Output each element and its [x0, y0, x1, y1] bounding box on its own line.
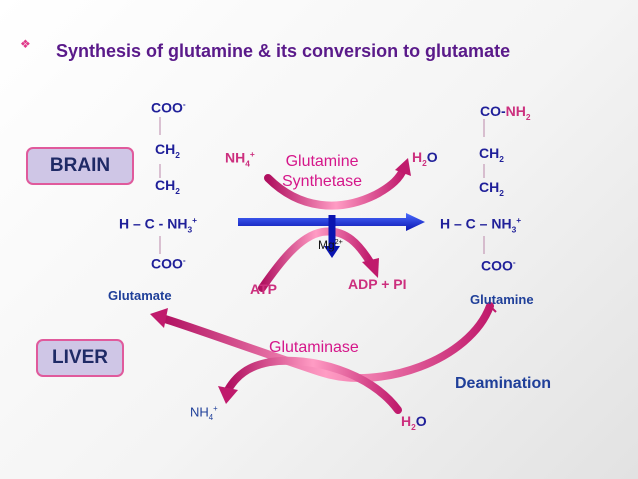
glutamine-amide: CO-NH2 — [480, 103, 531, 122]
magnesium-cofactor: Mg2+ — [318, 237, 343, 252]
glutamate-alpha-carbon: H – C - NH3+ — [119, 215, 198, 235]
glutamate-coo-bottom: COO- — [151, 255, 186, 272]
brain-box: BRAIN — [26, 147, 134, 185]
deamination-label: Deamination — [455, 375, 552, 392]
water-reactant: H2O — [401, 413, 427, 432]
glutamine-ch2-a: CH2 — [479, 145, 504, 164]
glutamine-coo-bottom: COO- — [481, 257, 516, 274]
liver-box: LIVER — [36, 339, 124, 377]
glutaminase-label: Glutaminase — [269, 339, 359, 356]
glutamate-ch2-a: CH2 — [155, 141, 180, 160]
glutamine-label: Glutamine — [470, 292, 534, 307]
glutamate-label: Glutamate — [108, 288, 172, 303]
phosphate-release-arrow — [324, 215, 340, 258]
glutamate-coo-top: COO- — [151, 99, 186, 116]
glutaminase-arrow — [150, 302, 497, 382]
ammonium-product: NH4+ — [190, 404, 218, 422]
bullet-icon: ❖ — [20, 37, 31, 51]
slide-title: Synthesis of glutamine & its conversion … — [56, 41, 511, 61]
water-product: H2O — [412, 149, 438, 168]
adp-pi-label: ADP + PI — [348, 276, 407, 292]
glutamine-alpha-carbon: H – C – NH3+ — [440, 215, 522, 235]
liver-deamination-arrow — [218, 356, 402, 414]
glutamine-ch2-b: CH2 — [479, 179, 504, 198]
ammonium-reactant: NH4+ — [225, 149, 255, 169]
atp-label: ATP — [250, 281, 277, 297]
glutamate-ch2-b: CH2 — [155, 177, 180, 196]
atp-to-adp-arrow — [258, 227, 379, 292]
ammonia-in-water-out-arrow — [264, 158, 411, 210]
